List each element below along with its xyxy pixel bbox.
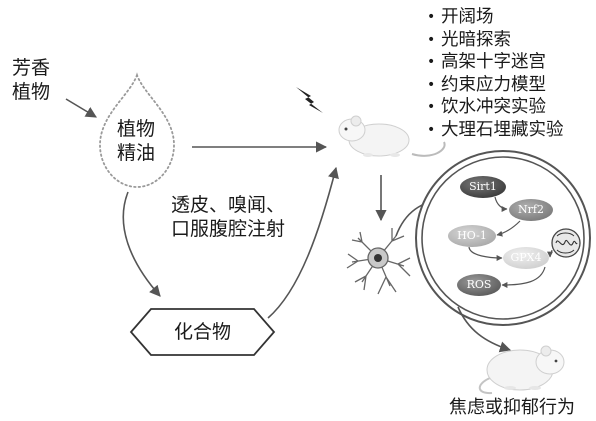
- node-gpx4: [503, 247, 549, 269]
- compound-hexagon: [129, 308, 276, 356]
- arrow-nrf2-ho1: [496, 220, 521, 237]
- behavior-test-item: 饮水冲突实验: [425, 96, 564, 119]
- arrow-gpx4-ros: [501, 266, 546, 288]
- source-label: 芳香 植物: [12, 56, 50, 104]
- behavior-test-item: 高架十字迷宫: [425, 51, 564, 74]
- mouse-icon: [338, 115, 446, 157]
- node-sirt1: [460, 176, 506, 198]
- compound-label: 化合物: [173, 321, 231, 343]
- behavior-test-item: 开阔场: [425, 6, 564, 29]
- node-ho1: [448, 225, 496, 247]
- arrow-source-to-oil: [65, 98, 97, 118]
- node-ros: [457, 274, 501, 296]
- arrow-mito-gpx4: [547, 249, 554, 258]
- source-label-line1: 芳香: [12, 57, 51, 79]
- node-nrf2: [509, 199, 553, 221]
- arrow-ho1-gpx4: [468, 246, 503, 261]
- essential-oil-label: 植物 精油: [117, 117, 155, 165]
- arrow-sirt1-nrf2: [494, 196, 508, 212]
- behavior-test-item: 约束应力模型: [425, 74, 564, 97]
- essential-oil-line1: 植物: [117, 118, 156, 140]
- arrow-oil-to-compound: [122, 191, 161, 297]
- mitochondria-icon: [551, 228, 581, 258]
- route-label-line1: 透皮、嗅闻、: [171, 194, 286, 216]
- source-label-line2: 植物: [12, 81, 51, 103]
- pathway-circle-inner: [421, 156, 585, 320]
- node-ho1-label: HO-1: [457, 229, 487, 242]
- node-nrf2-label: Nrf2: [518, 203, 544, 216]
- outcome-label: 焦虑或抑郁行为: [449, 397, 575, 418]
- essential-oil-line2: 精油: [117, 142, 156, 164]
- route-label-line2: 口服腹腔注射: [171, 218, 286, 240]
- neuron-icon: [346, 228, 411, 295]
- arrow-pathway-to-outcome: [457, 306, 512, 353]
- node-sirt1-label: Sirt1: [469, 180, 497, 193]
- behavior-test-list: 开阔场 光暗探索 高架十字迷宫 约束应力模型 饮水冲突实验 大理石埋藏实验: [425, 6, 564, 141]
- route-label: 透皮、嗅闻、 口服腹腔注射: [171, 193, 285, 241]
- node-gpx4-label: GPX4: [510, 251, 542, 264]
- curled-mouse-icon: [478, 345, 565, 395]
- lightning-icon: [296, 87, 323, 113]
- behavior-test-item: 光暗探索: [425, 29, 564, 52]
- arrow-compound-to-mouse: [267, 166, 339, 319]
- behavior-test-item: 大理石埋藏实验: [425, 119, 564, 142]
- node-ros-label: ROS: [466, 278, 492, 291]
